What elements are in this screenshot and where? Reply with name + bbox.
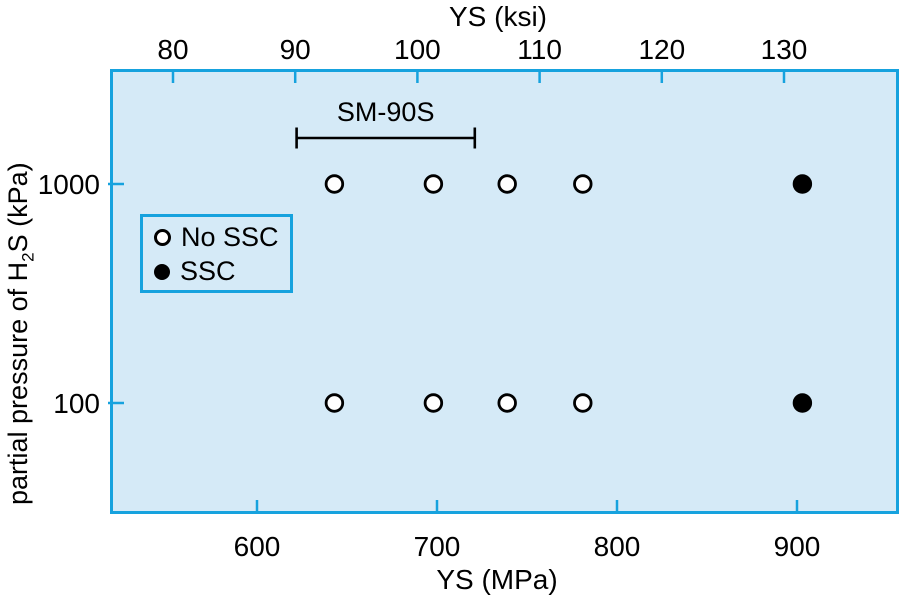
open-circle-icon: [154, 229, 171, 246]
data-point-no-ssc: [497, 174, 517, 194]
top-axis-tick-label: 80: [157, 34, 188, 65]
top-axis-title: YS (ksi): [449, 1, 547, 32]
left-axis-tick-label: 1000: [38, 169, 100, 200]
bottom-axis-tick-label: 800: [594, 531, 641, 562]
data-point-no-ssc: [497, 393, 517, 413]
legend-item-no-ssc: No SSC: [154, 223, 290, 252]
bottom-axis-tick-label: 600: [234, 531, 281, 562]
top-axis-tick-label: 120: [638, 34, 685, 65]
legend-label-no-ssc: No SSC: [181, 222, 279, 252]
left-axis-title-text: partial pressure of H: [3, 261, 33, 505]
top-axis-tick-label: 100: [394, 34, 441, 65]
left-axis-title-unit: S (kPa): [3, 162, 33, 253]
data-point-no-ssc: [324, 393, 345, 413]
filled-circle-icon: [154, 263, 170, 280]
legend-label-ssc: SSC: [180, 256, 236, 286]
bottom-axis-title: YS (MPa): [436, 564, 558, 595]
bottom-axis-tick-label: 900: [774, 531, 821, 562]
top-axis-tick-label: 90: [280, 34, 311, 65]
left-axis-title-subscript: 2: [18, 252, 38, 262]
left-axis-tick-label: 100: [53, 388, 100, 419]
data-point-no-ssc: [573, 174, 593, 194]
data-point-no-ssc: [423, 174, 444, 194]
sm90s-range-label: SM-90S: [337, 97, 435, 127]
data-point-ssc: [792, 174, 813, 194]
top-axis-tick-label: 130: [761, 34, 808, 65]
bottom-axis-tick-label: 700: [414, 531, 461, 562]
legend-item-ssc: SSC: [154, 257, 290, 286]
data-point-no-ssc: [423, 393, 444, 413]
data-point-no-ssc: [324, 174, 345, 194]
top-axis-tick-label: 110: [517, 34, 562, 65]
data-point-no-ssc: [573, 393, 593, 413]
legend-box: No SSC SSC: [140, 214, 293, 293]
left-axis-title: partial pressure of H2S (kPa): [2, 162, 44, 505]
data-point-ssc: [792, 393, 813, 413]
